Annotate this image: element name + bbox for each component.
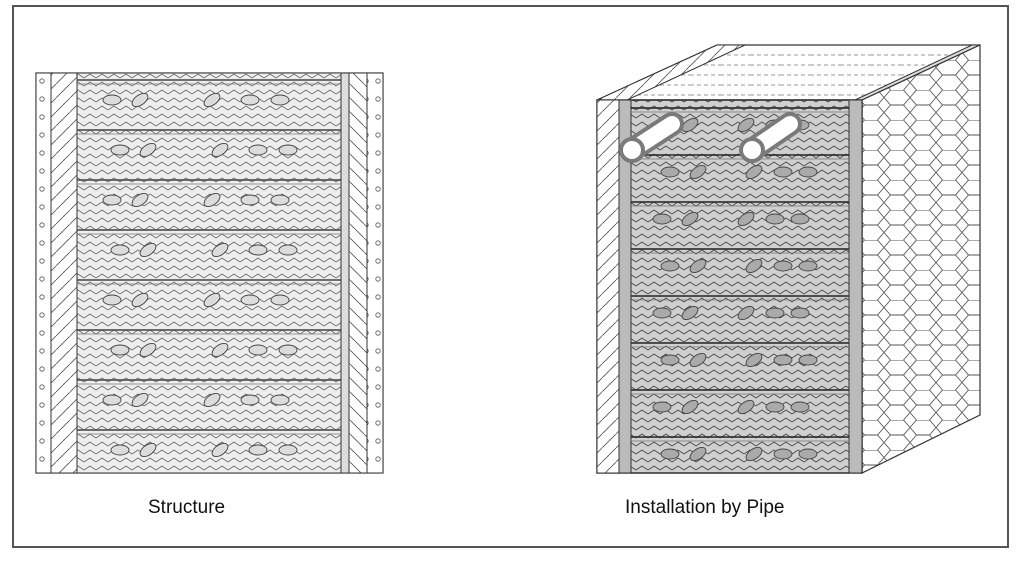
node-mark [660, 260, 680, 272]
node-mark [652, 401, 672, 413]
node-mark [745, 352, 763, 368]
caption-structure: Structure [148, 497, 226, 518]
node-mark [737, 211, 755, 227]
node-mark [110, 244, 130, 256]
node-mark [652, 213, 672, 225]
node-mark [248, 144, 268, 156]
node-mark [798, 354, 818, 366]
structure-view [35, 72, 384, 474]
node-mark [773, 354, 793, 366]
node-mark [660, 166, 680, 178]
block-layer-lines [631, 107, 849, 442]
node-mark [745, 446, 763, 462]
node-mark [745, 258, 763, 274]
node-mark [660, 354, 680, 366]
pipe-right [739, 112, 802, 163]
node-mark [211, 342, 229, 358]
node-mark [765, 213, 785, 225]
node-mark [689, 164, 707, 180]
node-mark [110, 344, 130, 356]
node-mark [681, 117, 699, 133]
node-mark [203, 192, 221, 208]
node-mark [773, 448, 793, 460]
node-mark [765, 401, 785, 413]
node-mark [689, 258, 707, 274]
node-mark [131, 192, 149, 208]
node-mark [270, 294, 290, 306]
node-mark [652, 307, 672, 319]
node-mark [203, 92, 221, 108]
node-mark [681, 399, 699, 415]
structure-nodes [102, 92, 298, 458]
node-mark [203, 392, 221, 408]
node-mark [270, 394, 290, 406]
node-mark [139, 142, 157, 158]
node-mark [773, 260, 793, 272]
node-mark [248, 244, 268, 256]
node-mark [240, 294, 260, 306]
node-mark [131, 92, 149, 108]
node-mark [102, 194, 122, 206]
node-mark [681, 211, 699, 227]
node-mark [211, 242, 229, 258]
node-mark [240, 94, 260, 106]
node-mark [278, 144, 298, 156]
node-mark [278, 444, 298, 456]
node-mark [790, 213, 810, 225]
node-mark [102, 294, 122, 306]
node-mark [102, 394, 122, 406]
node-mark [240, 194, 260, 206]
structure-layer-lines [77, 79, 341, 435]
node-mark [203, 292, 221, 308]
node-mark [110, 144, 130, 156]
node-mark [660, 448, 680, 460]
node-mark [798, 260, 818, 272]
node-mark [790, 307, 810, 319]
node-mark [240, 394, 260, 406]
node-mark [689, 352, 707, 368]
node-mark [790, 401, 810, 413]
node-mark [248, 444, 268, 456]
pipe-left [619, 112, 684, 163]
node-mark [737, 399, 755, 415]
node-mark [270, 194, 290, 206]
node-mark [737, 117, 755, 133]
node-mark [211, 442, 229, 458]
node-mark [139, 342, 157, 358]
node-mark [278, 344, 298, 356]
node-mark [798, 166, 818, 178]
node-mark [131, 292, 149, 308]
node-mark [248, 344, 268, 356]
node-mark [798, 448, 818, 460]
node-mark [681, 305, 699, 321]
caption-installation-by-pipe: Installation by Pipe [625, 497, 785, 518]
node-mark [773, 166, 793, 178]
installation-view [596, 44, 981, 474]
node-mark [737, 305, 755, 321]
node-mark [139, 442, 157, 458]
node-mark [211, 142, 229, 158]
node-mark [110, 444, 130, 456]
node-mark [139, 242, 157, 258]
node-mark [270, 94, 290, 106]
node-mark [131, 392, 149, 408]
node-mark [689, 446, 707, 462]
node-mark [278, 244, 298, 256]
node-mark [765, 307, 785, 319]
node-mark [745, 164, 763, 180]
node-mark [102, 94, 122, 106]
